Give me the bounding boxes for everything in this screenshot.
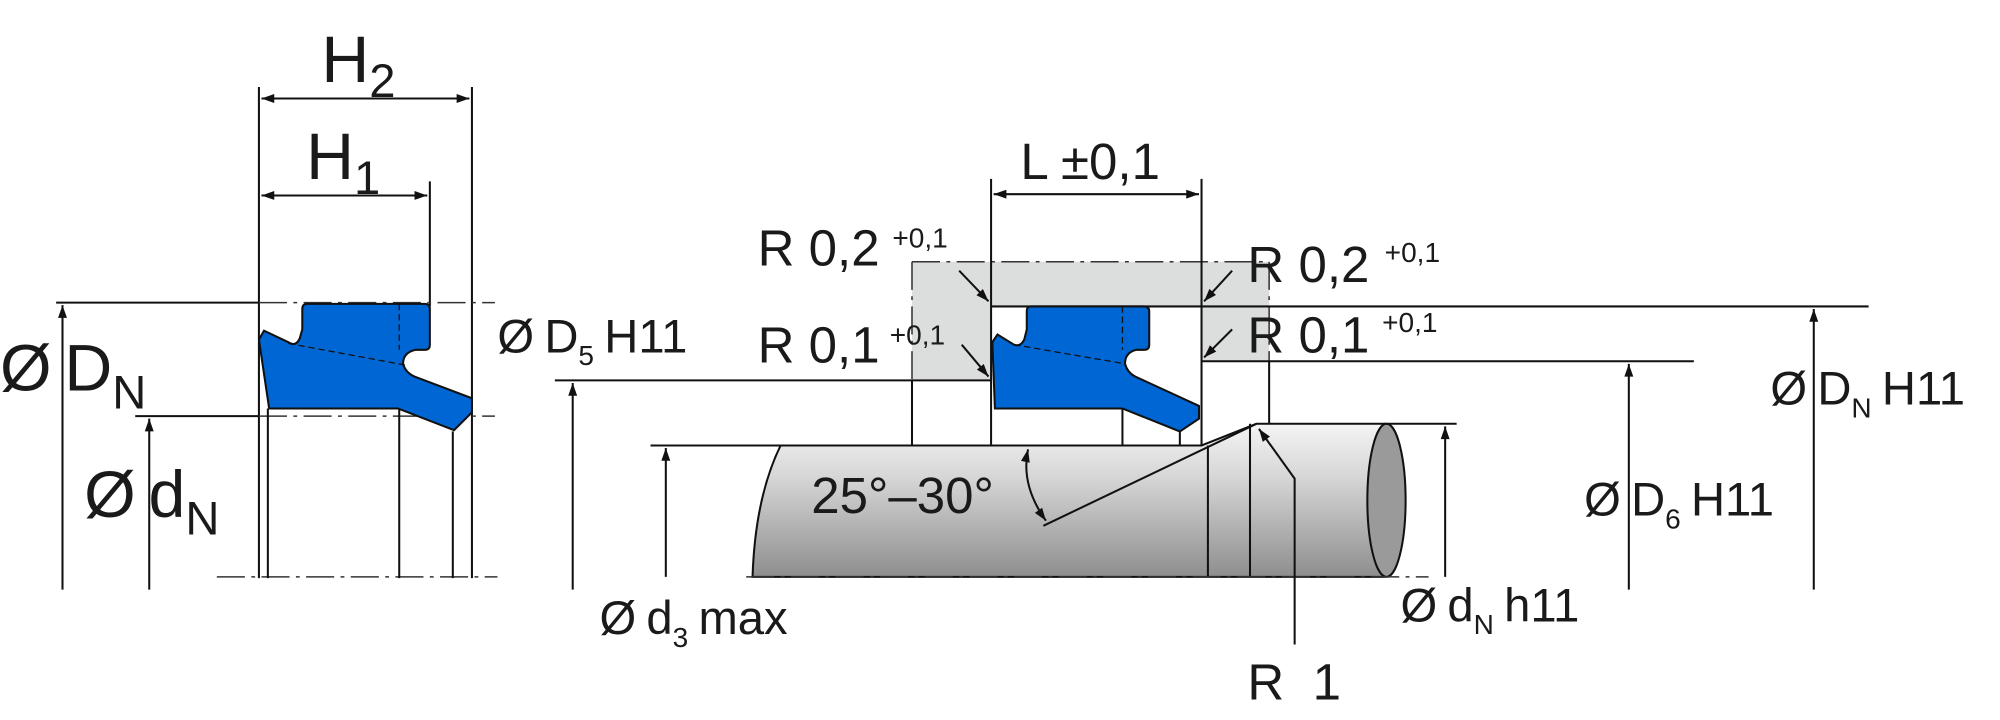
radius-bottom-left-label: R 0,1+0,1 xyxy=(758,317,946,374)
r1-leader xyxy=(1258,428,1296,645)
seal-hidden-line xyxy=(1013,306,1126,365)
radius-leader xyxy=(960,344,990,378)
h2-label: H2 xyxy=(321,23,395,108)
groove-length-label: L ±0,1 xyxy=(1020,133,1160,190)
radius-leader xyxy=(1203,328,1233,359)
radius-bottom-right-label: R 0,1+0,1 xyxy=(1247,306,1437,363)
chamfer-angle-label: 25°–30° xyxy=(811,467,994,524)
installation-view: L ±0,1 R 0,2+0,1 R 0,1+0,1 R 0,2+0,1 R 0… xyxy=(497,133,1964,710)
h1-label: H1 xyxy=(306,120,380,205)
radius-top-right-label: R 0,2+0,1 xyxy=(1247,236,1440,293)
r1-label: R 1 xyxy=(1247,653,1341,710)
radius-leader xyxy=(958,270,990,303)
radius-leader xyxy=(1203,270,1233,303)
chamfer-angle-line xyxy=(1042,422,1257,527)
seal-hidden-line xyxy=(288,303,406,366)
angle-arrow xyxy=(1021,449,1047,522)
radius-top-left-label: R 0,2+0,1 xyxy=(758,220,948,277)
installed-seal xyxy=(991,305,1200,433)
housing-groove xyxy=(911,261,1270,381)
shaft-end-face xyxy=(1366,422,1407,578)
seal-cross-section xyxy=(257,302,473,432)
